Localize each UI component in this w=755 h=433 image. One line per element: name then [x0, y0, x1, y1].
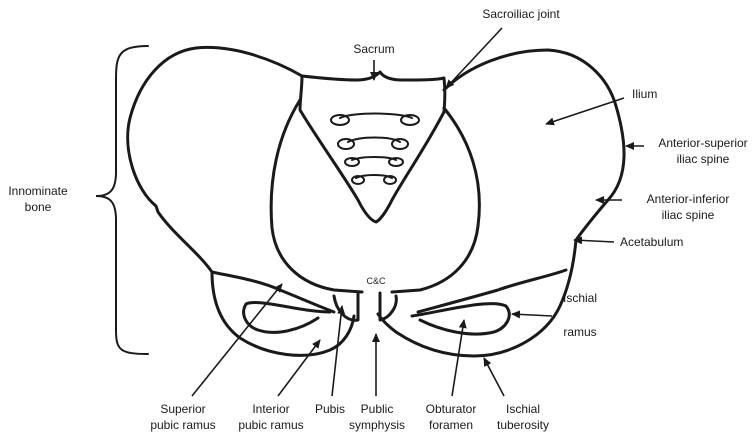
leader-ischial-tuberosity — [484, 358, 504, 396]
leader-superior-pubic — [192, 284, 282, 396]
label-ischial-ramus-line2: ramus — [563, 325, 596, 339]
label-ischial-ramus-line1: Ischial — [563, 291, 597, 305]
label-anterior-superior-line2: iliac spine — [677, 152, 730, 166]
sacral-foramen — [331, 115, 349, 125]
label-superior-pubic-line2: pubic ramus — [150, 418, 215, 432]
sacral-foramen — [338, 139, 354, 149]
leader-ilium — [546, 98, 624, 124]
leader-pubis — [332, 306, 342, 396]
leader-acetabulum — [574, 240, 614, 242]
label-sacrum: Sacrum — [353, 42, 394, 56]
label-anterior-inferior-line2: iliac spine — [662, 208, 715, 222]
label-ischial-tuberosity-line2: tuberosity — [497, 418, 549, 432]
label-public-symphysis-line1: Public — [361, 402, 394, 416]
label-obturator-line2: foramen — [429, 418, 473, 432]
label-acetabulum: Acetabulum — [620, 235, 683, 249]
left-obturator-outline — [244, 303, 330, 333]
signature-mark: C&C — [366, 276, 386, 286]
left-pelvic-brim — [271, 100, 362, 292]
label-public-symphysis-line2: symphysis — [349, 418, 405, 432]
label-ischial-tuberosity-line1: Ischial — [506, 402, 540, 416]
label-anterior-inferior-line1: Anterior-inferior — [647, 192, 730, 206]
sacral-foramen — [392, 139, 408, 149]
label-superior-pubic-line1: Superior — [160, 402, 205, 416]
label-innominate-line1: Innominate — [8, 184, 68, 198]
right-pelvic-brim — [392, 108, 479, 292]
label-pubis: Pubis — [315, 402, 345, 416]
leader-interior-pubic — [278, 340, 320, 396]
label-interior-pubic-line2: pubic ramus — [238, 418, 303, 432]
label-ilium: Ilium — [632, 87, 657, 101]
label-interior-pubic-line1: Interior — [252, 402, 289, 416]
leader-sacroiliac — [446, 28, 502, 88]
right-pubis-edge — [380, 293, 396, 320]
label-innominate-line2: bone — [25, 200, 52, 214]
right-ischium — [418, 270, 566, 312]
sacrum-outline — [300, 72, 445, 222]
label-anterior-superior-line1: Anterior-superior — [658, 136, 747, 150]
label-obturator-line1: Obturator — [426, 402, 477, 416]
right-ilium-outline — [378, 50, 624, 356]
leader-ischial-ramus — [512, 314, 552, 316]
left-ischium — [212, 272, 334, 312]
left-ilium-outline — [128, 47, 354, 355]
label-sacroiliac-joint: Sacroiliac joint — [482, 7, 560, 21]
